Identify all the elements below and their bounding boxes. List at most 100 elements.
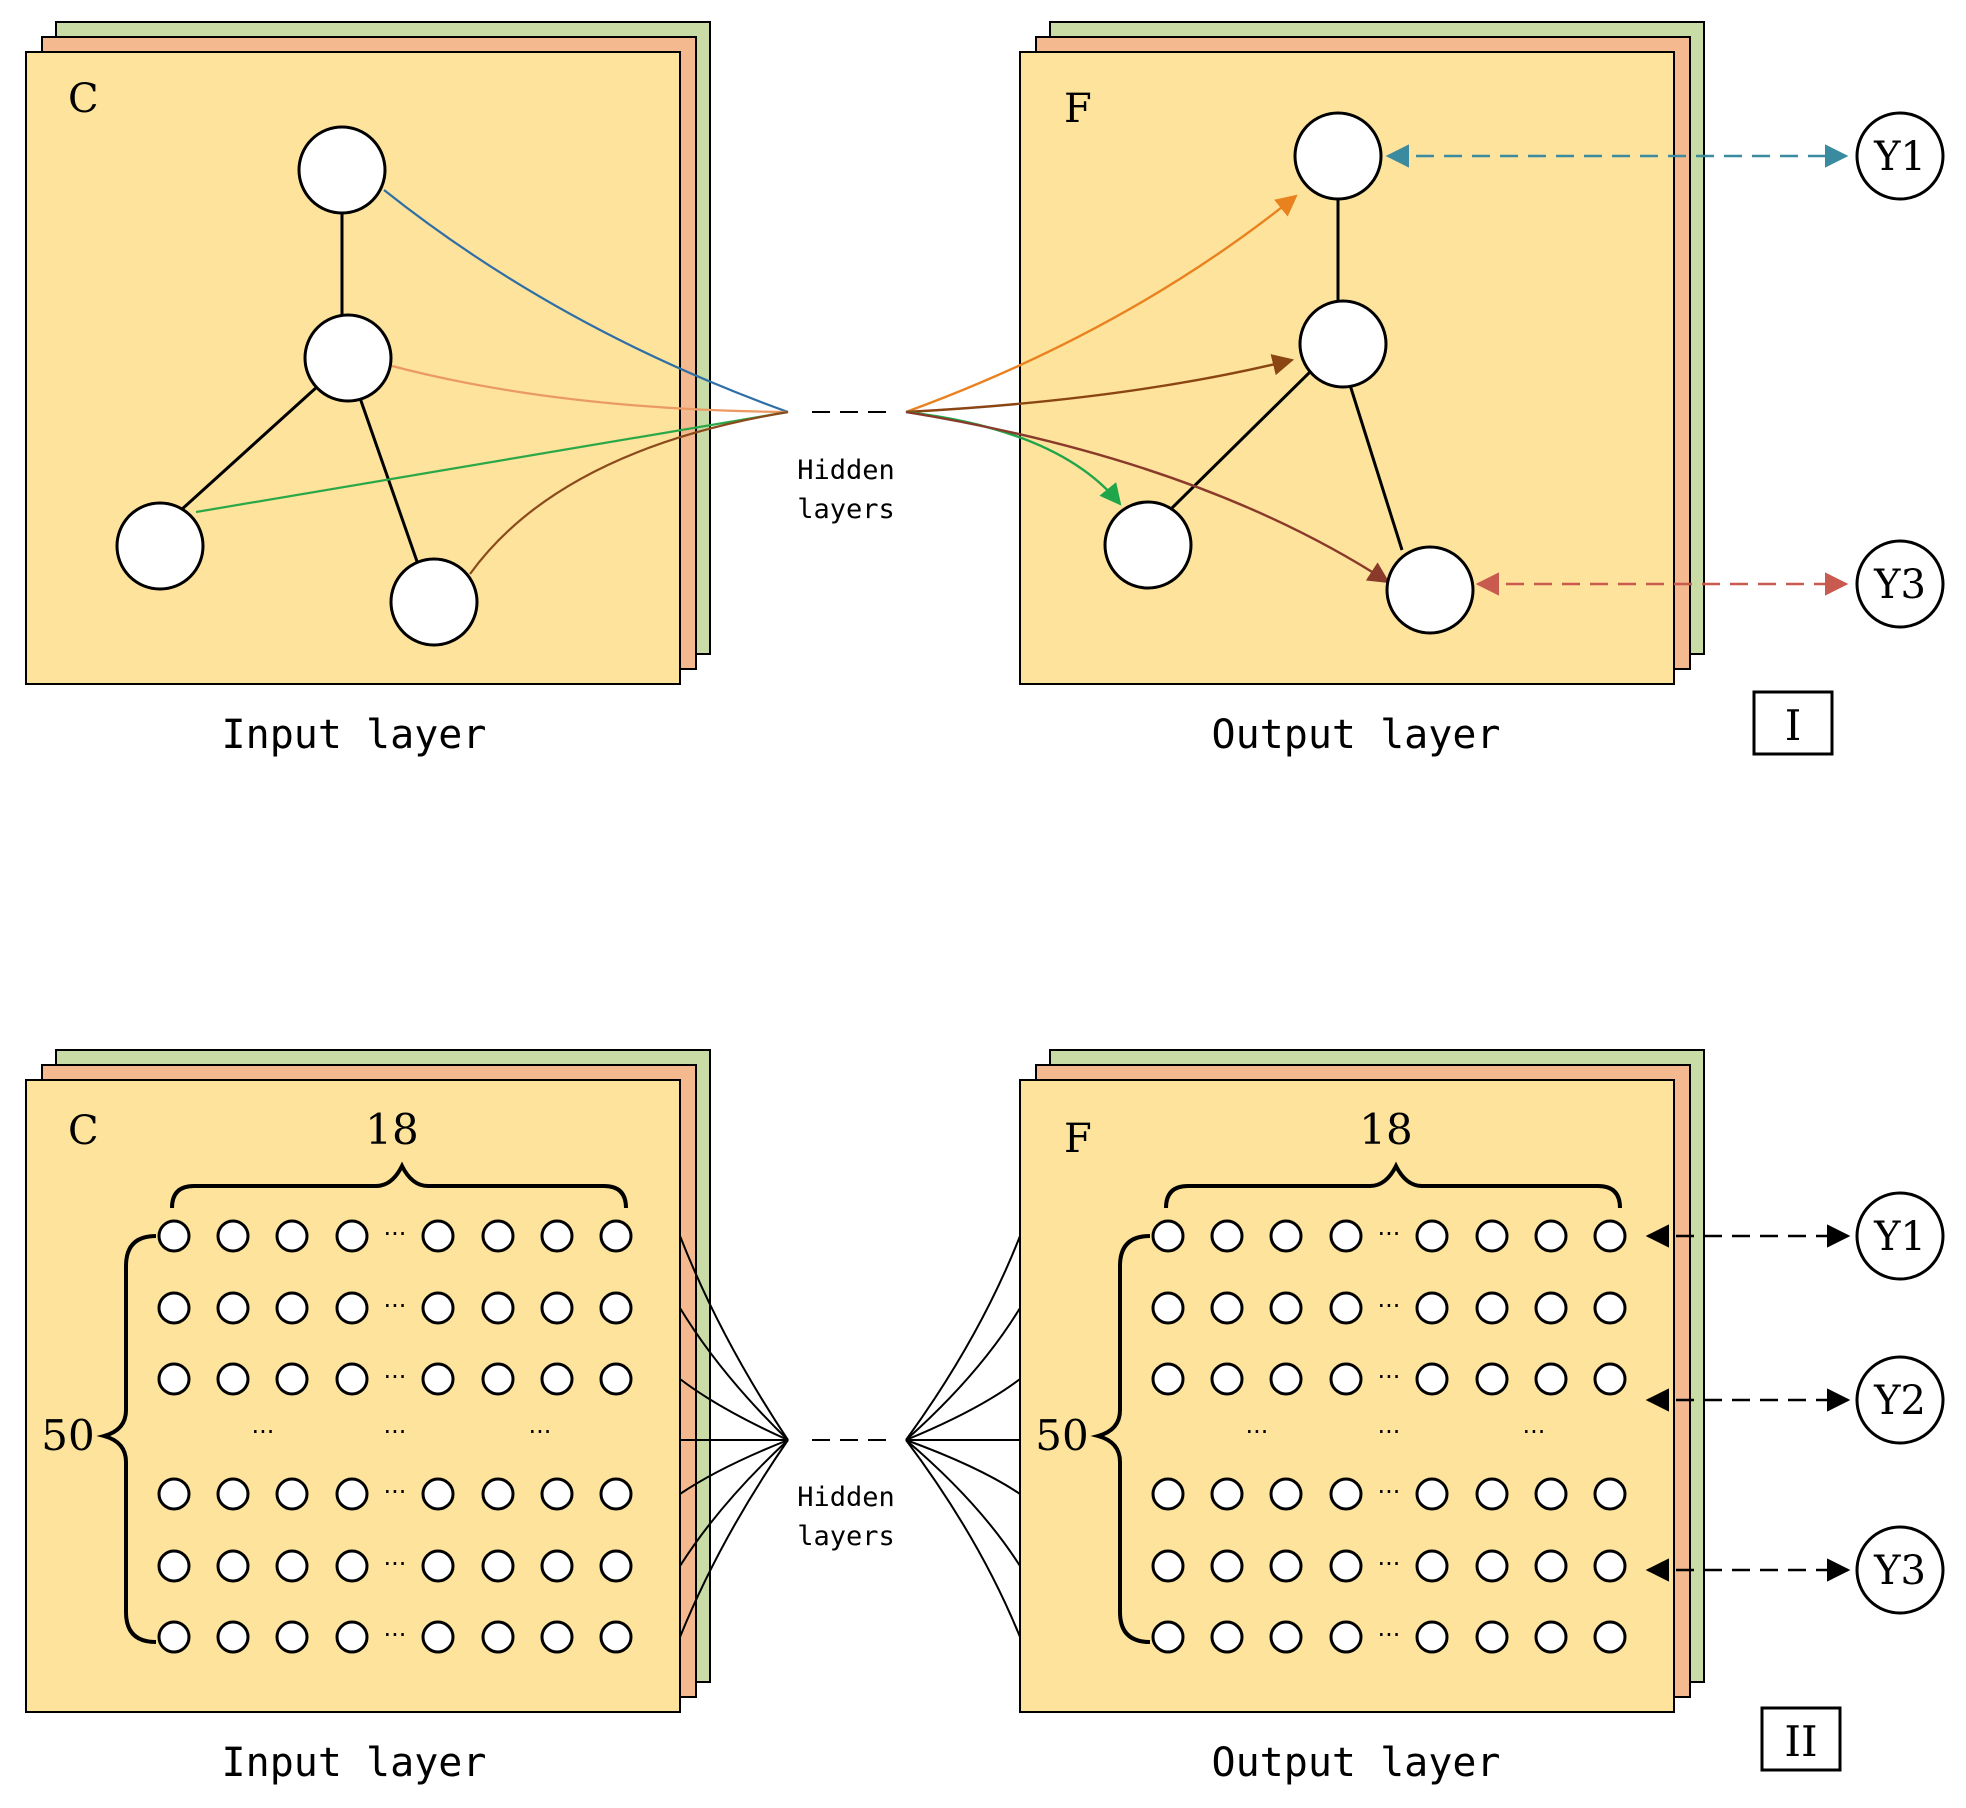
- grid-node: [1593, 1549, 1627, 1583]
- output-node-middle: [1298, 299, 1388, 389]
- grid-node: [599, 1362, 633, 1396]
- target-node-y1: [1855, 111, 1945, 201]
- grid-node: [1593, 1291, 1627, 1325]
- grid-node: [599, 1219, 633, 1253]
- input-node-bottom: [389, 557, 479, 647]
- row-ellipsis: ···: [1378, 1550, 1401, 1578]
- panel-one: Hidden layers Y1 Y3 C F Input layer Outp…: [25, 21, 1945, 758]
- grid-node: [421, 1219, 455, 1253]
- output-layer-caption: Output layer: [1212, 712, 1501, 758]
- output-row-brace: [1090, 1234, 1151, 1644]
- row-ellipsis: ···: [384, 1621, 407, 1649]
- grid-node: [1151, 1549, 1185, 1583]
- fan-out-line: [905, 1439, 1021, 1638]
- grid-node: [540, 1291, 574, 1325]
- grid-node: [1151, 1477, 1185, 1511]
- target-node-y3: [1855, 1525, 1945, 1615]
- grid-node: [1415, 1291, 1449, 1325]
- grid-node: [1534, 1549, 1568, 1583]
- grid-node: [1151, 1219, 1185, 1253]
- grid-node: [1329, 1291, 1363, 1325]
- grid-node: [1210, 1477, 1244, 1511]
- grid-node: [335, 1362, 369, 1396]
- grid-node: [421, 1620, 455, 1654]
- grid-node: [157, 1549, 191, 1583]
- maroon-output-arrow: [905, 410, 1390, 584]
- grid-node: [275, 1291, 309, 1325]
- grid-node: [540, 1620, 574, 1654]
- panel-tag-box: [1760, 1706, 1842, 1772]
- row-ellipsis: ···: [384, 1220, 407, 1248]
- grid-node: [1269, 1291, 1303, 1325]
- column-ellipsis: ···: [529, 1418, 552, 1446]
- grid-node: [1210, 1219, 1244, 1253]
- fan-in-line: [679, 1378, 789, 1441]
- peach-input-connection: [391, 364, 789, 414]
- grid-node: [421, 1291, 455, 1325]
- column-ellipsis: ···: [1246, 1418, 1269, 1446]
- input-layer-caption: Input layer: [222, 1740, 487, 1786]
- fan-out-line: [905, 1235, 1021, 1441]
- grid-node: [1329, 1219, 1363, 1253]
- grid-node: [481, 1219, 515, 1253]
- column-ellipsis: ···: [1378, 1418, 1401, 1446]
- grid-node: [1151, 1291, 1185, 1325]
- grid-node: [1475, 1291, 1509, 1325]
- grid-node: [1593, 1477, 1627, 1511]
- output-edge-middle-left: [1170, 368, 1314, 510]
- hidden-layers-label-line2: layers: [797, 494, 895, 525]
- input-node-left: [115, 501, 205, 591]
- input-layer-letter: C: [68, 1108, 99, 1154]
- panel-tag-label: I: [1785, 701, 1802, 750]
- input-node-top: [297, 125, 387, 215]
- input-column-count: 18: [365, 1105, 418, 1154]
- grid-node: [275, 1477, 309, 1511]
- grid-node: [540, 1362, 574, 1396]
- target-label-y1: Y1: [1873, 134, 1926, 180]
- target-label-y1: Y1: [1873, 1214, 1926, 1260]
- column-ellipsis: ···: [1523, 1418, 1546, 1446]
- grid-node: [481, 1477, 515, 1511]
- grid-node: [157, 1362, 191, 1396]
- grid-node: [216, 1620, 250, 1654]
- input-row-brace: [96, 1234, 157, 1644]
- output-layer-letter: F: [1064, 1116, 1092, 1162]
- row-ellipsis: ···: [1378, 1220, 1401, 1248]
- grid-node: [1534, 1362, 1568, 1396]
- grid-node: [1475, 1549, 1509, 1583]
- target-node-y2: [1855, 1355, 1945, 1445]
- grid-node: [1415, 1549, 1449, 1583]
- grid-node: [216, 1219, 250, 1253]
- input-edge-middle-left: [168, 384, 320, 522]
- brown-input-connection: [469, 410, 789, 575]
- output-column-brace: [1164, 1161, 1622, 1209]
- dark-orange-output-arrow: [905, 354, 1295, 414]
- fan-in-line: [679, 1439, 789, 1638]
- grid-node: [421, 1477, 455, 1511]
- panel-tag-box: [1752, 690, 1834, 756]
- green-input-connection: [195, 410, 789, 514]
- output-layer-letter: F: [1064, 86, 1092, 132]
- input-node-middle: [303, 313, 393, 403]
- fan-in-line: [679, 1439, 789, 1495]
- grid-node: [540, 1219, 574, 1253]
- fan-out-line: [905, 1307, 1021, 1441]
- grid-node: [335, 1291, 369, 1325]
- grid-node: [335, 1620, 369, 1654]
- grid-node: [1475, 1620, 1509, 1654]
- grid-node: [481, 1362, 515, 1396]
- column-ellipsis: ···: [252, 1418, 275, 1446]
- row-ellipsis: ···: [384, 1550, 407, 1578]
- orange-output-arrow: [905, 194, 1298, 414]
- grid-node: [421, 1549, 455, 1583]
- input-edge-middle-bottom: [358, 397, 422, 571]
- input-node-grid: ···························: [157, 1219, 633, 1654]
- hidden-layers-label-line1: Hidden: [797, 455, 895, 486]
- grid-node: [1534, 1620, 1568, 1654]
- input-row-count: 50: [41, 1411, 94, 1460]
- hidden-to-output-connections: [905, 1235, 1021, 1638]
- grid-node: [216, 1549, 250, 1583]
- fan-in-line: [679, 1439, 789, 1567]
- grid-node: [1534, 1291, 1568, 1325]
- target-node-y1: [1855, 1191, 1945, 1281]
